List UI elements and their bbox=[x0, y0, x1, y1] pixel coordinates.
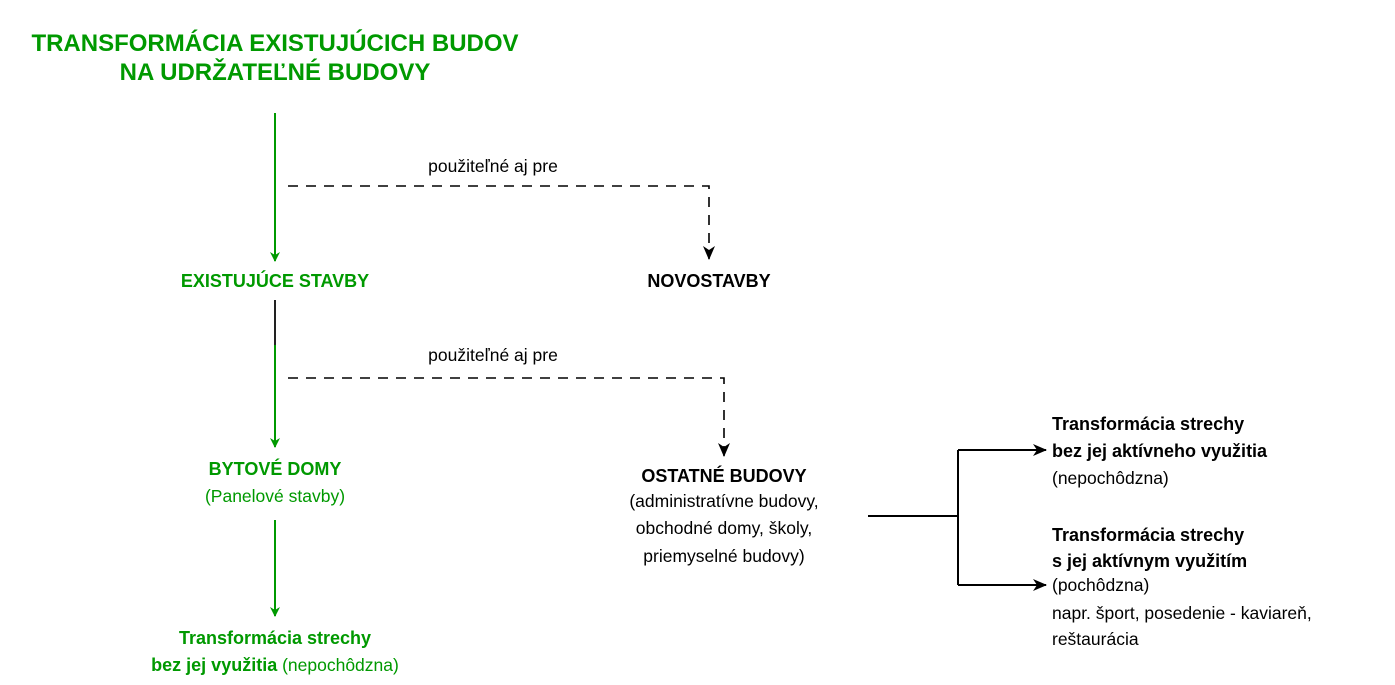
diagram-title-line2: NA UDRŽATEĽNÉ BUDOVY bbox=[119, 59, 431, 86]
roof-active-line3: (pochôdzna) bbox=[1052, 575, 1150, 595]
diagram-title-line1: TRANSFORMÁCIA EXISTUJÚCICH BUDOV bbox=[31, 30, 519, 57]
residential-roof-note: (nepochôdzna) bbox=[277, 655, 399, 675]
edge-label-usable-2: použiteľné aj pre bbox=[428, 345, 558, 365]
node-other-line3: priemyselné budovy) bbox=[643, 546, 805, 566]
node-other-line2: obchodné domy, školy, bbox=[635, 518, 813, 538]
node-other-line1: (administratívne budovy, bbox=[629, 491, 819, 511]
node-residential-subtitle: (Panelové stavby) bbox=[204, 486, 346, 506]
roof-active-line4: napr. šport, posedenie - kaviareň, bbox=[1052, 603, 1312, 623]
node-other-title: OSTATNÉ BUDOVY bbox=[641, 466, 807, 486]
node-residential-title: BYTOVÉ DOMY bbox=[208, 459, 342, 479]
node-residential-roof-line2: bez jej využitia (nepochôdzna) bbox=[151, 656, 399, 675]
dashed-arrow-to-new bbox=[288, 185, 715, 260]
roof-active-line1: Transformácia strechy bbox=[1052, 525, 1245, 545]
roof-active-line5: reštaurácia bbox=[1052, 629, 1139, 649]
roof-passive-line3: (nepochôdzna) bbox=[1052, 468, 1169, 488]
roof-passive-line1: Transformácia strechy bbox=[1052, 414, 1245, 434]
residential-roof-bold: bez jej využitia bbox=[151, 655, 278, 675]
node-residential-roof-line1: Transformácia strechy bbox=[178, 628, 372, 648]
roof-active-line2: s jej aktívnym využitím bbox=[1052, 551, 1248, 571]
roof-passive-line2: bez jej aktívneho využitia bbox=[1052, 441, 1268, 461]
edge-label-usable-1: použiteľné aj pre bbox=[428, 156, 558, 176]
dashed-arrow-to-other bbox=[288, 377, 730, 457]
node-new-buildings: NOVOSTAVBY bbox=[647, 271, 771, 291]
node-existing-buildings: EXISTUJÚCE STAVBY bbox=[180, 271, 370, 291]
